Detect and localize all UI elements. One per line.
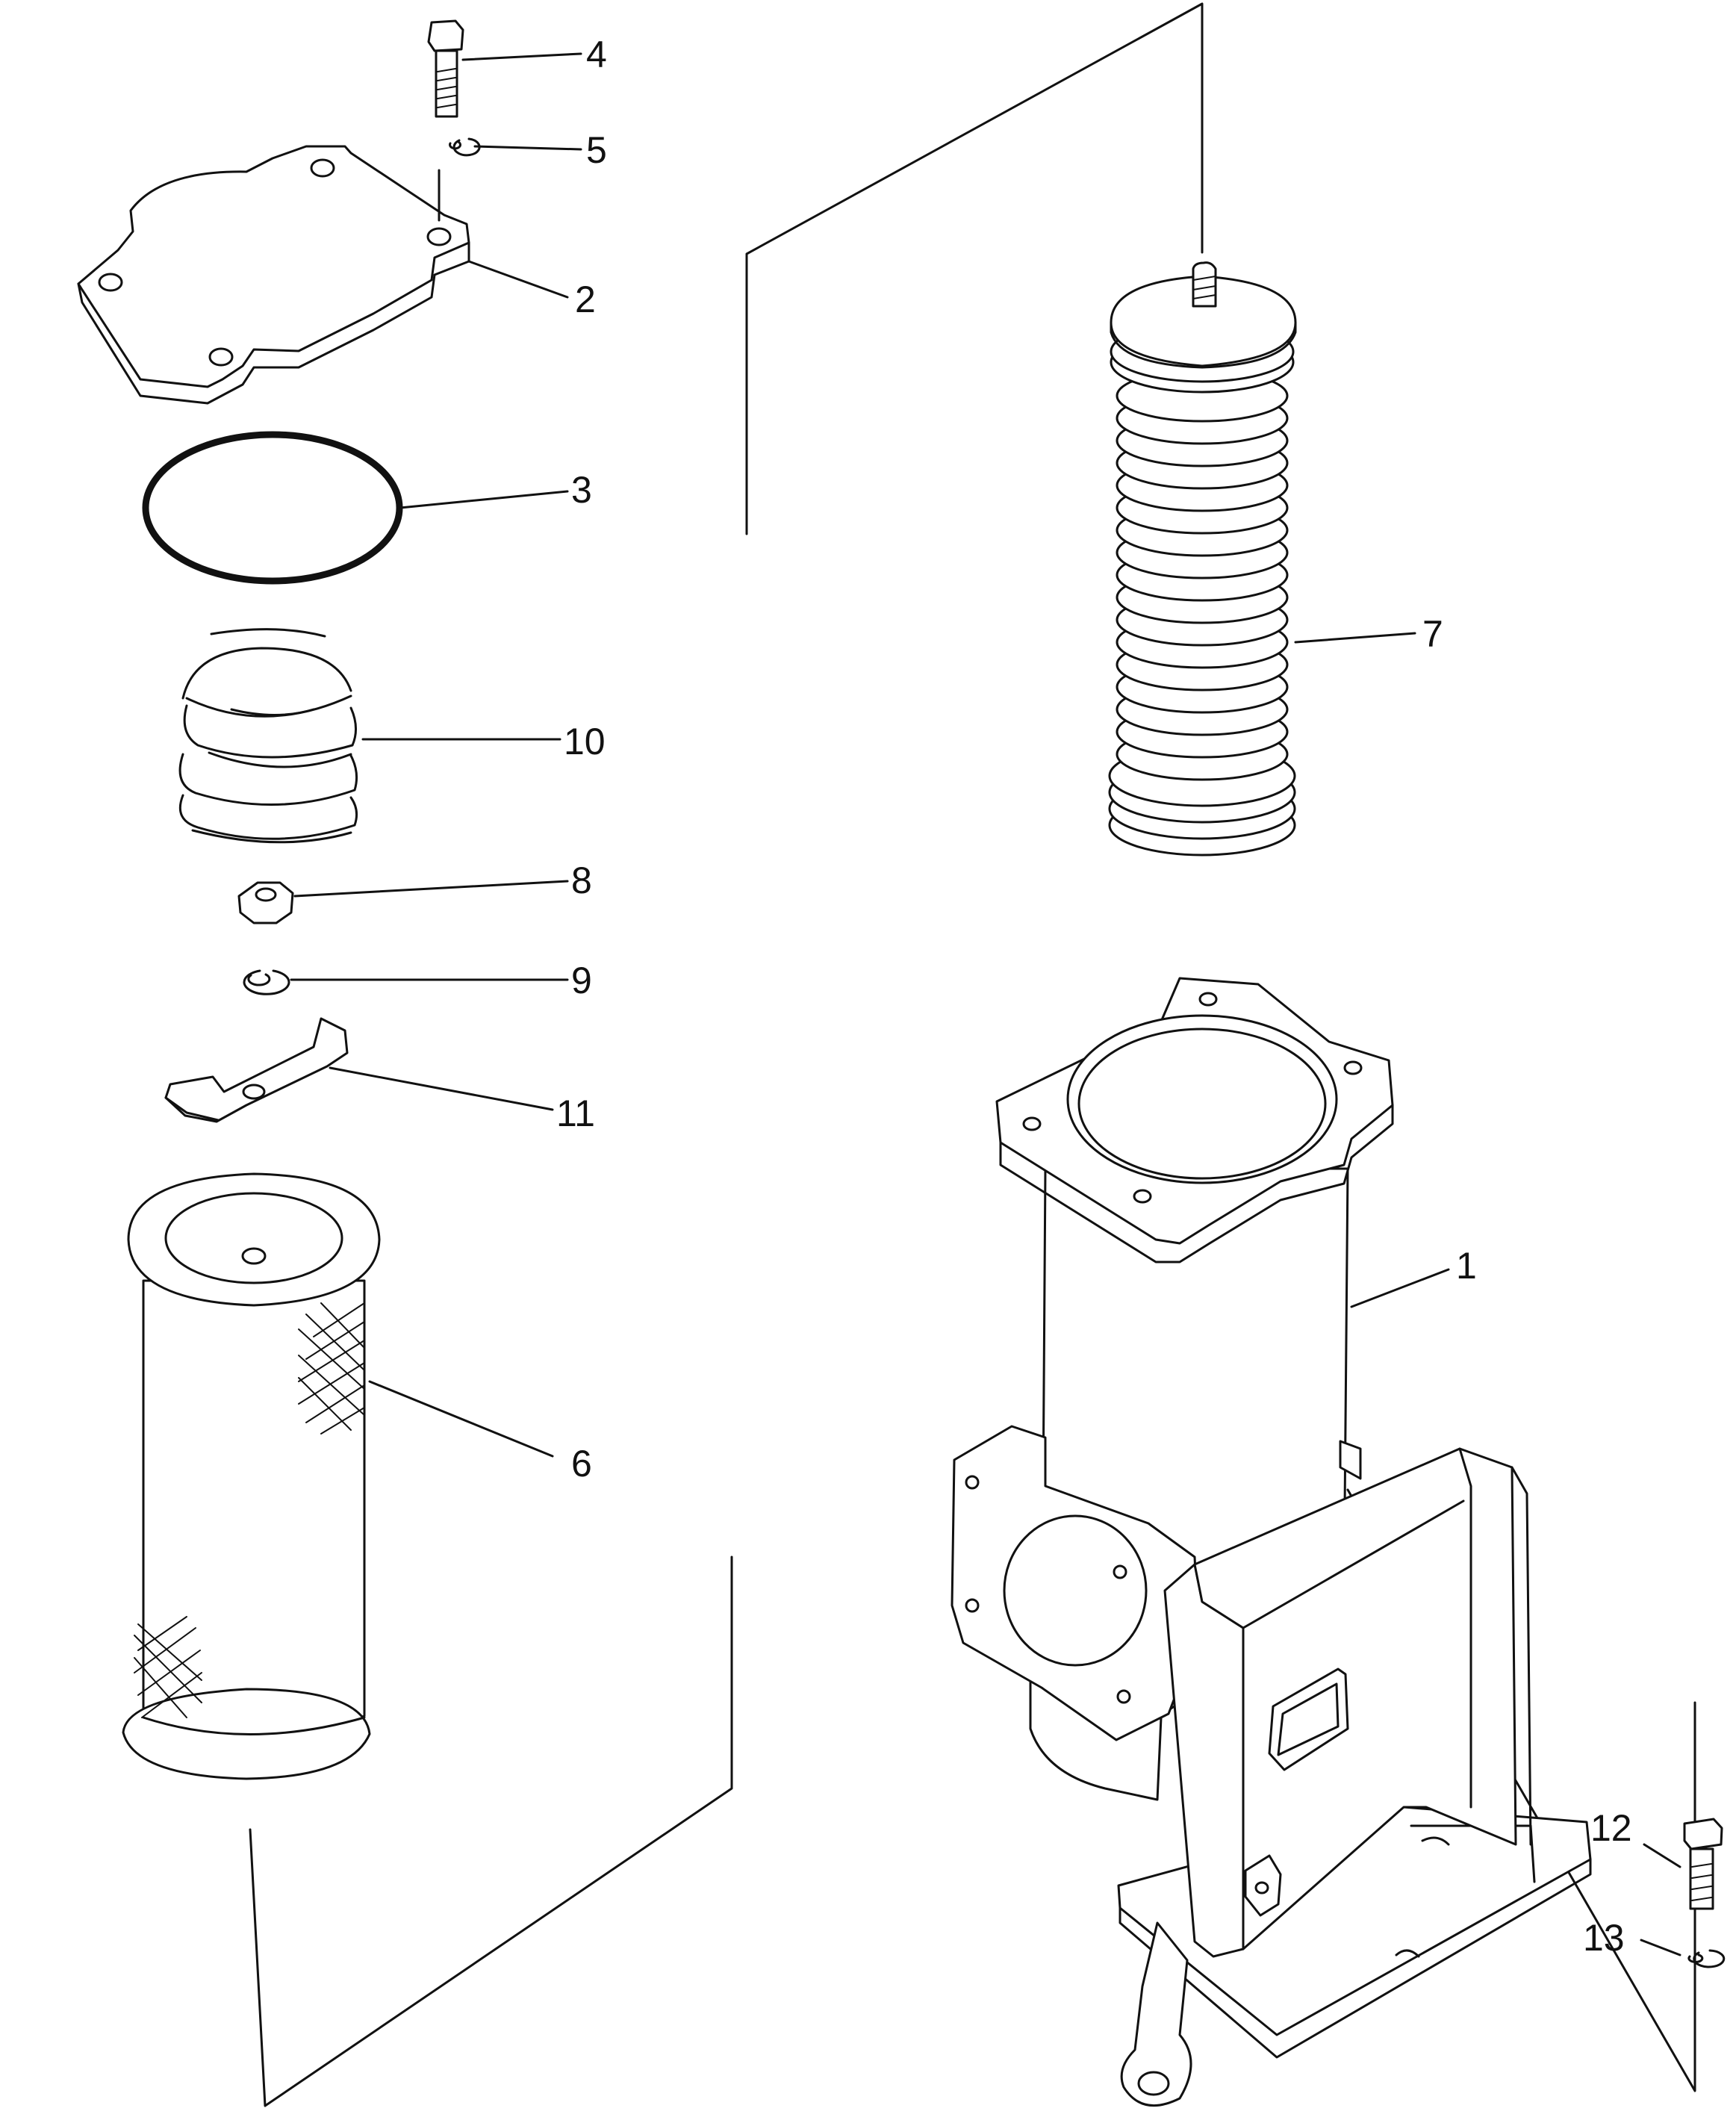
filter-element-part-6: [122, 1172, 381, 1780]
callout-8: 8: [571, 860, 592, 901]
nut-part-8: [237, 881, 294, 924]
callout-5: 5: [586, 129, 607, 171]
callout-10: 10: [564, 721, 606, 762]
callout-3: 3: [571, 469, 592, 511]
washer-part-5: [449, 137, 481, 157]
plate-part-11: [164, 1017, 349, 1123]
leader-lines: [290, 52, 1681, 1956]
washer-part-9: [243, 969, 290, 995]
callout-1: 1: [1456, 1245, 1477, 1287]
magnet-element-part-7: [1108, 261, 1297, 857]
callout-7: 7: [1422, 613, 1443, 655]
callout-4: 4: [586, 34, 607, 75]
o-ring-part-3: [142, 431, 403, 585]
callout-13: 13: [1583, 1917, 1625, 1959]
callout-12: 12: [1590, 1807, 1632, 1849]
cover-part-2: [77, 145, 470, 405]
bolt-part-4: [427, 19, 464, 118]
callout-11: 11: [556, 1092, 595, 1134]
callout-9: 9: [571, 960, 592, 1001]
callout-6: 6: [571, 1443, 592, 1485]
callout-2: 2: [575, 279, 596, 320]
case-part-1: [951, 977, 1726, 2107]
spring-part-10: [178, 628, 358, 844]
callout-labels: 4 5 2 3 10 8 9 11 6 7 1 12 13: [556, 34, 1632, 1959]
